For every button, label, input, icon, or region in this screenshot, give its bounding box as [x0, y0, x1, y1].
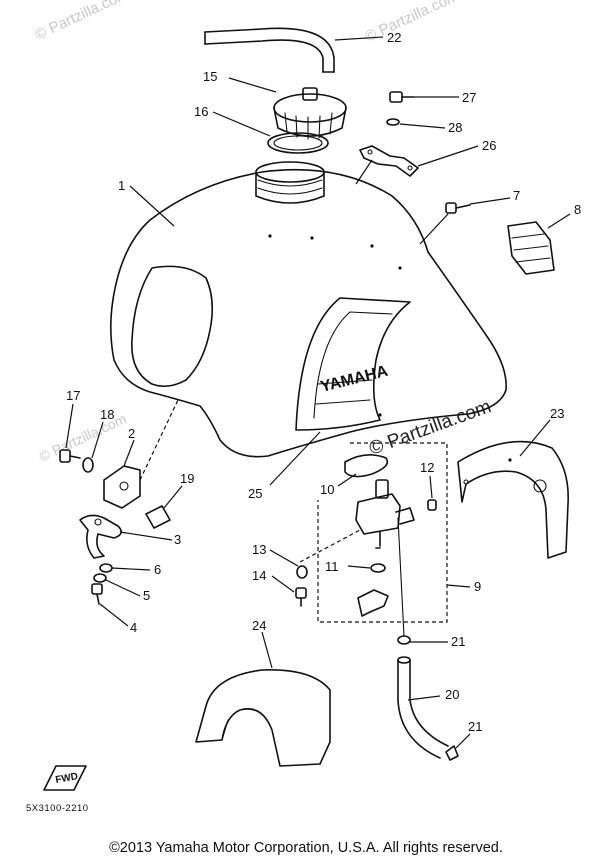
part-27-bolt[interactable]: [389, 91, 459, 103]
callout-19: 19: [180, 471, 194, 486]
part-9-fuel-cock-assembly[interactable]: [317, 442, 471, 623]
part-20-fuel-hose[interactable]: [397, 656, 449, 759]
callout-24: 24: [252, 618, 266, 633]
callout-17: 17: [66, 388, 80, 403]
part-11-o-ring[interactable]: [347, 547, 386, 573]
part-2-damper[interactable]: [103, 399, 179, 509]
callout-20: 20: [445, 687, 459, 702]
part-15-fuel-cap[interactable]: [228, 77, 347, 140]
callout-25: 25: [248, 486, 262, 501]
copyright-notice: ©2013 Yamaha Motor Corporation, U.S.A. A…: [109, 840, 503, 856]
part-25-leader: [269, 431, 321, 486]
fwd-label: FWD: [55, 771, 79, 786]
callout-23: 23: [550, 406, 564, 421]
callout-8: 8: [574, 202, 581, 217]
part-21-clamp-lower[interactable]: [445, 733, 471, 761]
callout-16: 16: [194, 104, 208, 119]
watermark-mid-right: © Partzilla.com: [367, 396, 494, 460]
callout-21-upper: 21: [451, 634, 465, 649]
fuel-cock-to-hose-line: [397, 517, 405, 637]
callout-5: 5: [143, 588, 150, 603]
callout-7: 7: [513, 188, 520, 203]
watermark-top-left: © Partzilla.com: [33, 0, 132, 44]
part-7-bolt[interactable]: [419, 197, 511, 245]
part-14-screw[interactable]: [271, 575, 307, 607]
part-12-screw[interactable]: [427, 475, 437, 511]
callout-3: 3: [174, 532, 181, 547]
callout-1: 1: [118, 178, 125, 193]
callout-6: 6: [154, 562, 161, 577]
fuel-cock-body[interactable]: [299, 479, 415, 563]
watermark-top-right: © Partzilla.com: [363, 0, 462, 46]
callout-12: 12: [420, 460, 434, 475]
fwd-direction-mark: FWD: [43, 765, 87, 791]
part-17-bolt[interactable]: [59, 403, 81, 463]
part-5-washer[interactable]: [93, 573, 141, 597]
watermark-mid-left: © Partzilla.com: [37, 410, 129, 464]
callout-21-lower: 21: [468, 719, 482, 734]
part-26-bracket[interactable]: [355, 145, 479, 185]
callout-10: 10: [320, 482, 334, 497]
part-4-bolt[interactable]: [91, 583, 129, 627]
part-3-bracket[interactable]: [79, 514, 173, 559]
part-24-cover[interactable]: [195, 631, 331, 767]
callout-9: 9: [474, 579, 481, 594]
callout-4: 4: [130, 620, 137, 635]
callout-28: 28: [448, 120, 462, 135]
part-18-washer[interactable]: [82, 421, 104, 473]
callout-14: 14: [252, 568, 266, 583]
part-8-damper[interactable]: [507, 213, 571, 275]
callout-22: 22: [387, 30, 401, 45]
part-1-fuel-tank[interactable]: YAMAHA: [110, 161, 507, 458]
part-10-gasket[interactable]: [337, 454, 389, 487]
callout-11: 11: [325, 559, 339, 574]
callout-18: 18: [100, 407, 114, 422]
callout-26: 26: [482, 138, 496, 153]
part-28-washer[interactable]: [386, 118, 446, 129]
part-23-protector[interactable]: [457, 419, 569, 559]
callout-2: 2: [128, 426, 135, 441]
part-21-clamp-upper[interactable]: [397, 635, 448, 645]
part-13-washer[interactable]: [269, 549, 308, 579]
callout-27: 27: [462, 90, 476, 105]
part-6-collar[interactable]: [99, 563, 151, 573]
callout-15: 15: [203, 69, 217, 84]
reference-code: 5X3100-2210: [26, 803, 89, 814]
callout-13: 13: [252, 542, 266, 557]
tank-logo: YAMAHA: [319, 363, 390, 396]
fuel-cock-lever[interactable]: [357, 589, 389, 617]
part-19-damper[interactable]: [145, 485, 183, 529]
part-22-breather-hose[interactable]: [204, 27, 384, 73]
part-16-cap-gasket[interactable]: [212, 111, 329, 154]
